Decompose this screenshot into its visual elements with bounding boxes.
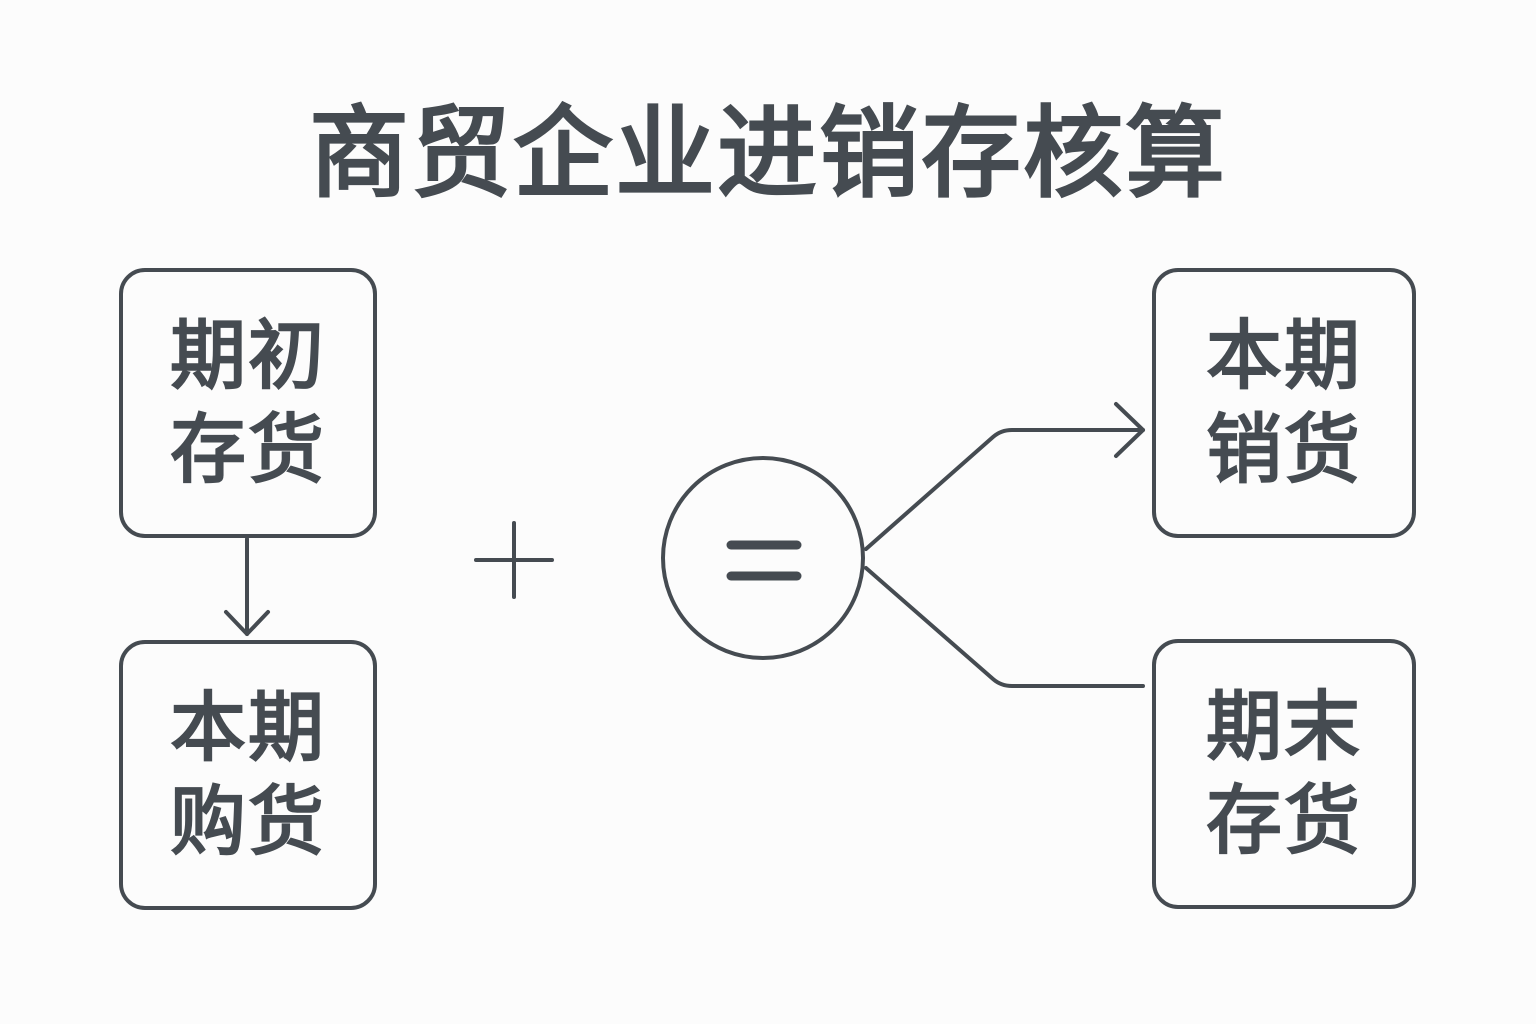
box-label-line1: 期末 (1206, 682, 1362, 771)
plus-sign (474, 521, 554, 599)
box-label-line2: 存货 (1206, 776, 1362, 865)
box-label-line1: 期初 (170, 311, 326, 400)
down-arrow (224, 537, 270, 636)
box-label-line1: 本期 (1206, 311, 1362, 400)
box-label-line2: 购货 (170, 777, 326, 866)
box-label-line2: 销货 (1206, 405, 1362, 494)
current-purchases-box: 本期 购货 (119, 640, 377, 910)
arrow-to-sales (864, 402, 1145, 551)
equals-circle (661, 456, 865, 660)
diagram-title: 商贸企业进销存核算 (309, 95, 1227, 212)
closing-inventory-box: 期末 存货 (1152, 639, 1416, 909)
current-sales-box: 本期 销货 (1152, 268, 1416, 538)
box-label-line2: 存货 (170, 405, 326, 494)
opening-inventory-box: 期初 存货 (119, 268, 377, 538)
box-label-line1: 本期 (170, 683, 326, 772)
line-to-closing (864, 566, 1145, 688)
